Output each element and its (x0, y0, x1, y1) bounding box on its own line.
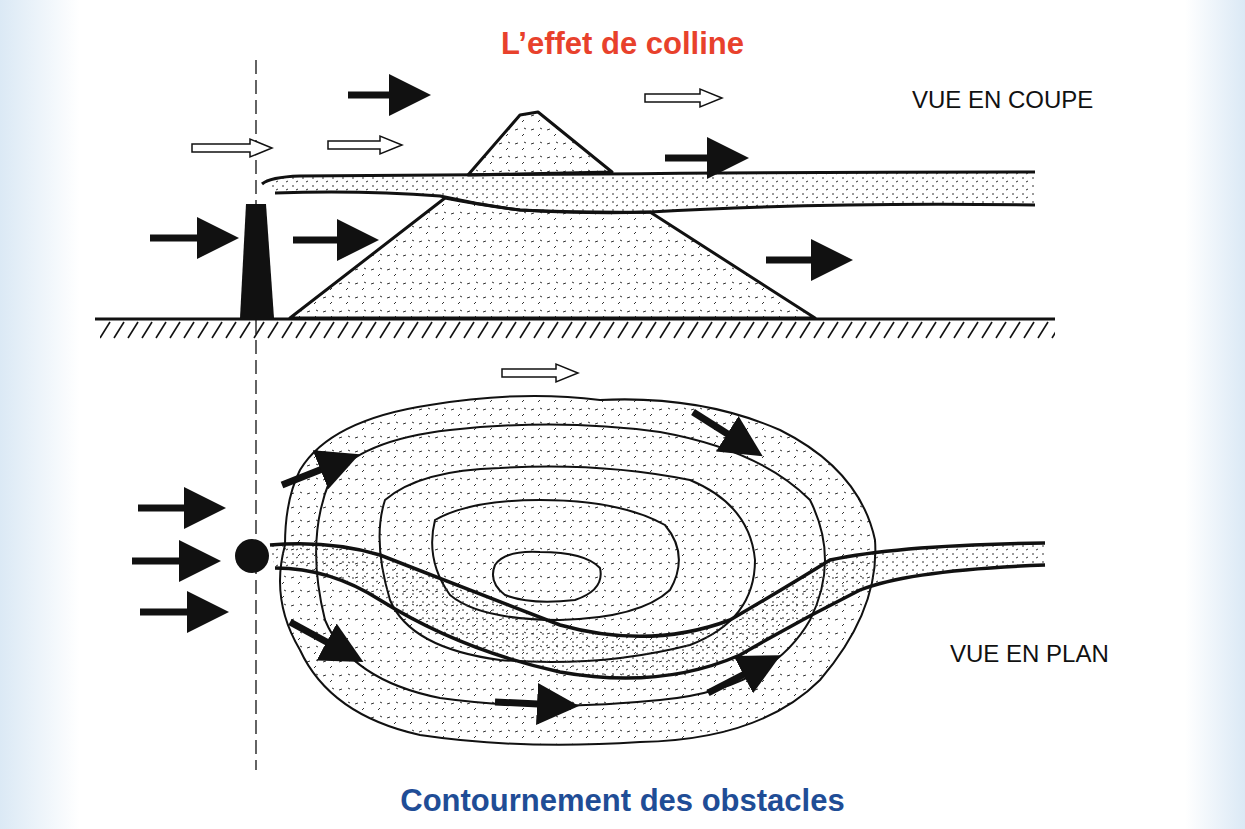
side-band (0, 0, 80, 829)
diagram-caption: Contournement des obstacles (0, 783, 1245, 819)
diagram-title: L’effet de colline (0, 26, 1245, 62)
view-label: VUE EN COUPE (912, 86, 1093, 114)
view-label: VUE EN PLAN (950, 640, 1109, 668)
side-band (1185, 0, 1245, 829)
